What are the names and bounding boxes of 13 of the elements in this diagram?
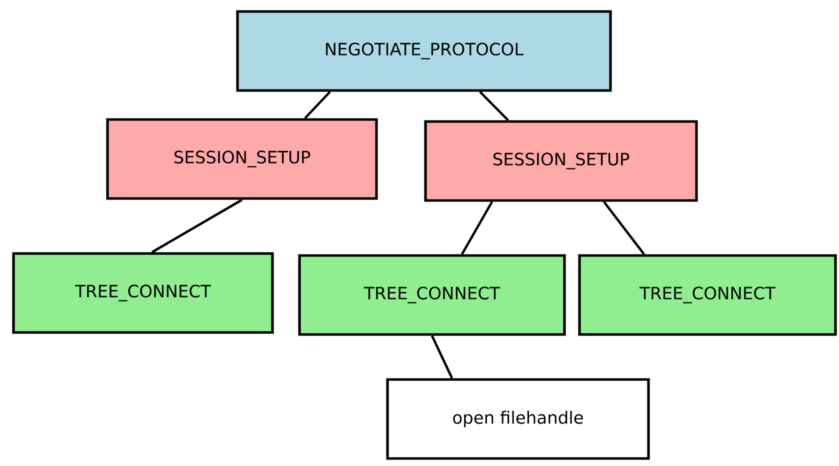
process-box: TREE_CONNECT xyxy=(578,254,837,336)
process-box: TREE_CONNECT xyxy=(12,252,274,334)
process-box: TREE_CONNECT xyxy=(298,254,566,336)
process-box: NEGOTIATE_PROTOCOL xyxy=(236,10,612,92)
connector-line xyxy=(430,335,454,379)
process-box: SESSION_SETUP xyxy=(424,120,698,202)
connector-line xyxy=(603,201,645,255)
connector-line xyxy=(304,90,331,120)
process-box: open filehandle xyxy=(386,378,650,460)
connector-line xyxy=(479,90,509,122)
connector-line xyxy=(151,198,243,254)
connector-line xyxy=(460,201,494,255)
process-box: SESSION_SETUP xyxy=(106,118,378,200)
